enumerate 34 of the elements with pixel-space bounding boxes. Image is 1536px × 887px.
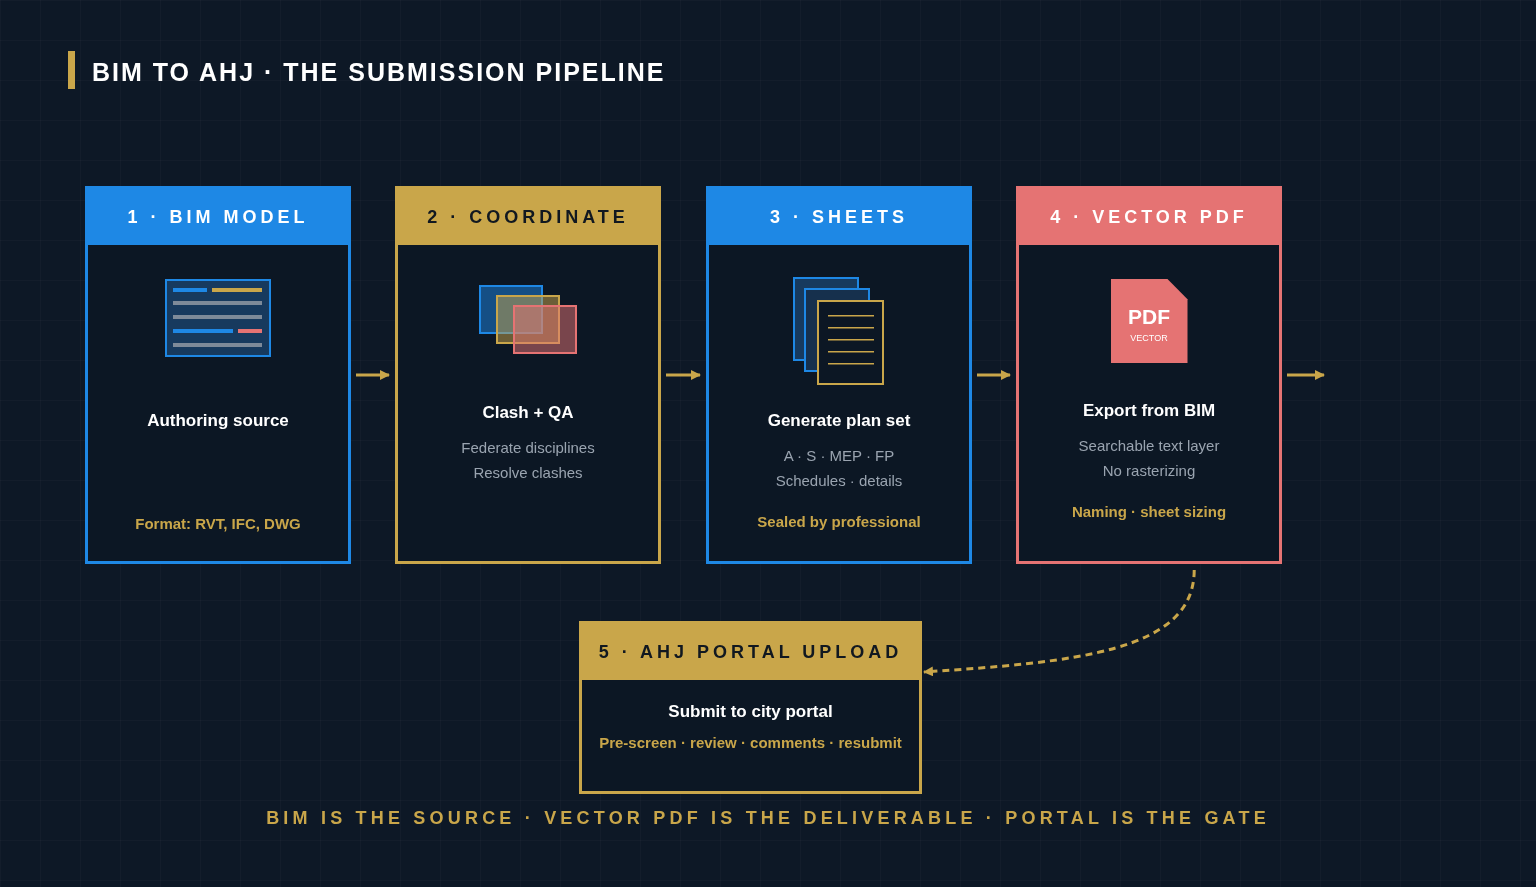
dashed-arrow [923, 569, 1196, 677]
arrow [356, 370, 390, 380]
card-detail: Federate disciplines [461, 439, 595, 456]
arrow [1287, 370, 1325, 380]
card-detail: Searchable text layer [1078, 437, 1220, 454]
arrow [666, 370, 701, 380]
stage-card [85, 186, 351, 564]
stage-card [1016, 186, 1282, 564]
card-detail: Resolve clashes [473, 464, 583, 481]
card-title: Export from BIM [1082, 401, 1216, 421]
stage-header: 5 · AHJ PORTAL UPLOAD [582, 624, 919, 680]
card-note: Format: RVT, IFC, DWG [135, 515, 301, 532]
card-note: Sealed by professional [757, 513, 921, 530]
card-title: Submit to city portal [668, 702, 833, 722]
card-title: Clash + QA [482, 403, 574, 423]
stage-card [579, 621, 922, 794]
card-detail: A · S · MEP · FP [783, 447, 895, 464]
card-title: Authoring source [147, 411, 289, 431]
card-note: Pre-screen · review · comments · resubmit [599, 734, 902, 751]
stage-header: 1 · BIM MODEL [88, 189, 348, 245]
arrow [977, 370, 1011, 380]
title: BIM TO AHJ · THE SUBMISSION PIPELINE [92, 58, 666, 87]
card-detail: No rasterizing [1102, 462, 1196, 479]
stage-card [706, 186, 972, 564]
card-note: Naming · sheet sizing [1071, 503, 1227, 520]
icon-label: VECTOR [1130, 333, 1168, 343]
stage-header: 3 · SHEETS [709, 189, 969, 245]
card-title: Generate plan set [767, 411, 911, 431]
icon-label: PDF [1128, 305, 1170, 329]
stage-card [395, 186, 661, 564]
caption: BIM IS THE SOURCE · VECTOR PDF IS THE DELIVERABLE · PORTAL IS THE GATE [265, 808, 1271, 829]
card-detail: Schedules · details [775, 472, 903, 489]
stage-header: 2 · COORDINATE [398, 189, 658, 245]
stage-header: 4 · VECTOR PDF [1019, 189, 1279, 245]
